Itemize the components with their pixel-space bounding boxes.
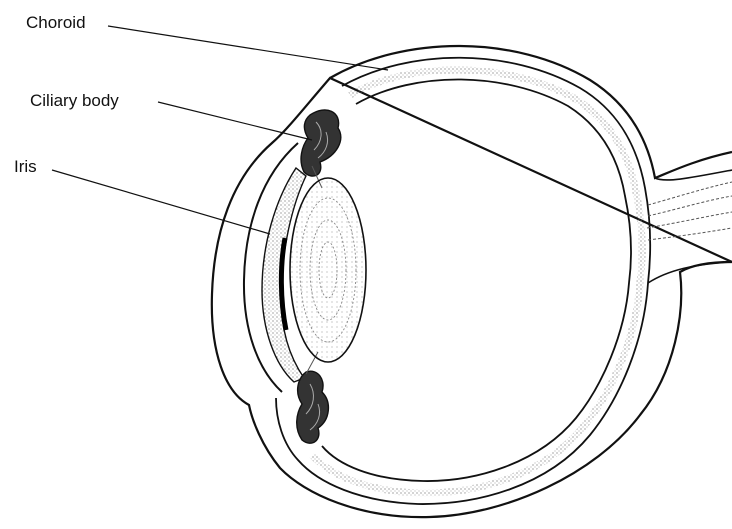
iris-label: Iris	[14, 158, 37, 175]
lens	[290, 178, 366, 362]
iris-leader-line	[52, 170, 270, 234]
optic-nerve-fibres	[647, 182, 732, 240]
ciliary-body-lower	[297, 371, 329, 443]
choroid-label: Choroid	[26, 14, 86, 31]
optic-nerve-outer	[655, 170, 732, 180]
choroid-leader-line	[108, 26, 388, 70]
ciliary-body-label: Ciliary body	[30, 92, 119, 109]
optic-nerve-lower	[648, 262, 732, 283]
ciliary-body-leader-line	[158, 102, 312, 140]
ciliary-body-upper	[301, 110, 341, 176]
iris-edge	[281, 238, 286, 330]
